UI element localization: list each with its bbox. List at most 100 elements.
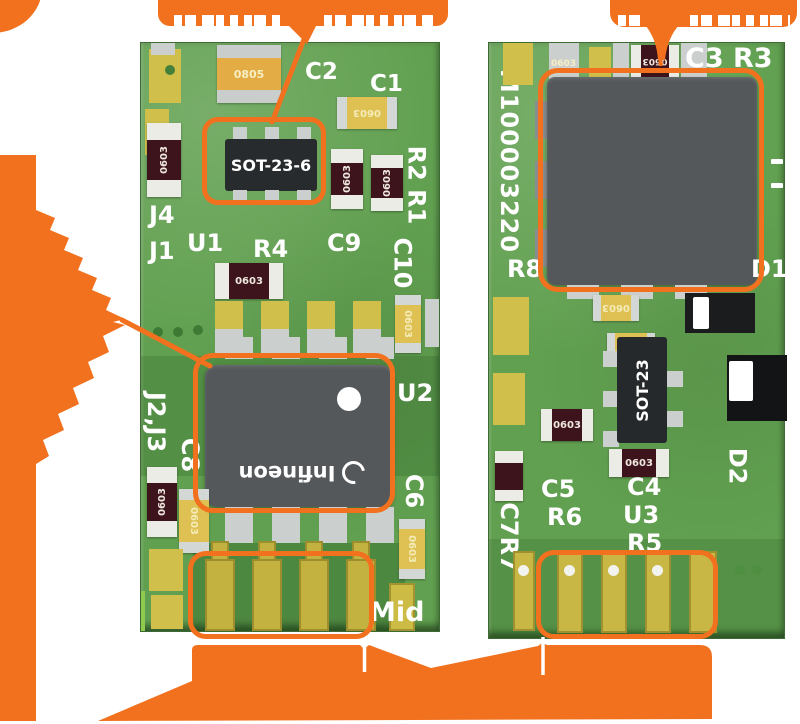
silkscreen-tick xyxy=(771,159,783,164)
label-r6: R6 xyxy=(547,503,583,531)
callout-rect-power-module xyxy=(538,68,764,292)
component-code-label: 0805 xyxy=(233,67,265,81)
label-c1: C1 xyxy=(370,71,403,97)
solder-pad xyxy=(681,43,707,79)
copper-pad xyxy=(353,301,381,329)
label-c2: C2 xyxy=(305,59,338,85)
cropped-text-marks xyxy=(690,15,790,26)
resistor-0603 xyxy=(495,451,523,501)
pad-hole xyxy=(608,565,619,576)
label-j1: J1 xyxy=(149,237,175,265)
chip-pin xyxy=(225,507,253,543)
chip-pin xyxy=(265,190,279,203)
via xyxy=(165,65,175,75)
component-code-label: 0603 xyxy=(156,488,168,516)
resistor-0603: 0603 xyxy=(541,409,593,441)
callout-banner-right xyxy=(610,0,797,27)
component-code-label: 0603 xyxy=(625,457,653,469)
left-callout-bar xyxy=(0,155,36,721)
capacitor-0805: 0805 xyxy=(217,45,281,103)
component-code-label: 0603 xyxy=(235,275,263,287)
chip-power-module xyxy=(547,77,757,285)
callout-rect-sot-23-6 xyxy=(202,117,326,205)
label-c5: C5 xyxy=(541,475,576,503)
component-code-label: 0603 xyxy=(381,169,393,197)
callout-rect-bottom-pads-front xyxy=(188,551,374,639)
chip-sot-23: SOT-23 xyxy=(617,337,667,443)
pin1-marker xyxy=(337,387,361,411)
cropped-text-marks xyxy=(324,15,436,26)
chip-package-label: SOT-23-6 xyxy=(230,155,312,175)
chip-pin xyxy=(319,507,347,543)
component-code-label: 0603 xyxy=(553,419,581,431)
resistor-0603: 0603 xyxy=(215,263,283,299)
label-u3: U3 xyxy=(623,501,660,529)
connector-pad xyxy=(205,559,235,631)
pad-hole xyxy=(564,565,575,576)
callout-banner-left xyxy=(158,0,448,26)
connector-pad xyxy=(645,551,671,633)
chip-pin xyxy=(272,507,300,543)
capacitor-0603: 0603 xyxy=(337,97,397,129)
copper-pad xyxy=(261,301,289,329)
label-r4: R4 xyxy=(253,235,289,263)
via xyxy=(173,327,183,337)
connector-pad xyxy=(557,551,583,633)
chip-pin xyxy=(667,411,683,427)
label-c3-r3: C3 R3 xyxy=(685,43,773,74)
label-u2: U2 xyxy=(397,379,434,407)
via xyxy=(735,565,745,575)
label-u1: U1 xyxy=(187,229,224,257)
resistor-0603: 0603 xyxy=(147,123,181,197)
copper-pad xyxy=(215,301,243,329)
capacitor-0603: 0603 xyxy=(593,295,639,321)
chip-pin xyxy=(265,127,279,140)
chip-pin xyxy=(233,127,247,140)
connector-pad xyxy=(601,551,627,633)
chip-pin xyxy=(366,507,394,543)
copper-pad xyxy=(307,301,335,329)
callout-rect-infineon-chip xyxy=(193,353,395,513)
label-c9: C9 xyxy=(327,229,362,257)
label-serial-number: M100003220 xyxy=(495,68,523,254)
chip-pin xyxy=(603,391,619,407)
copper-pad xyxy=(493,373,525,425)
chip-pin xyxy=(667,371,683,387)
callout-rect-bottom-pads-back xyxy=(536,550,718,639)
capacitor-0603: 0603 xyxy=(395,295,421,353)
chip-infineon: Infineon xyxy=(205,365,393,507)
chip-pin xyxy=(603,351,619,367)
component-code-label: 0603 xyxy=(353,107,381,119)
pad-hole xyxy=(652,565,663,576)
cropped-text-marks xyxy=(618,15,640,26)
cropped-text-marks xyxy=(174,15,280,26)
resistor-0603: 0603 xyxy=(609,449,669,477)
copper-pad xyxy=(149,549,183,591)
connector-pad xyxy=(513,551,535,631)
copper-pad xyxy=(503,43,533,85)
diode-d2 xyxy=(727,355,787,421)
label-d2: D2 xyxy=(723,447,751,485)
resistor-0603: 0603 xyxy=(371,155,403,211)
component-code-label: 0603 xyxy=(406,535,418,563)
label-j4: J4 xyxy=(149,201,175,229)
solder-pad xyxy=(151,43,175,55)
component-code-label: 0603 xyxy=(602,302,630,314)
via xyxy=(193,325,203,335)
chip-package-label: SOT-23 xyxy=(632,358,652,422)
left-callout-pointer xyxy=(36,210,125,464)
component-code-label: 0603 xyxy=(551,59,577,69)
capacitor-0603: 0603 xyxy=(399,519,425,579)
via xyxy=(153,327,163,337)
chip-pin xyxy=(233,190,247,203)
pad-hole xyxy=(518,565,529,576)
label-c6: C6 xyxy=(400,473,428,509)
copper-pad xyxy=(493,297,529,355)
label-c10: C10 xyxy=(388,237,417,289)
solder-pad xyxy=(425,299,439,347)
corner-callout-fragment xyxy=(0,0,41,33)
connector-pad xyxy=(252,559,282,631)
board-edge-highlight xyxy=(141,591,145,631)
label-c4: C4 xyxy=(627,473,662,501)
